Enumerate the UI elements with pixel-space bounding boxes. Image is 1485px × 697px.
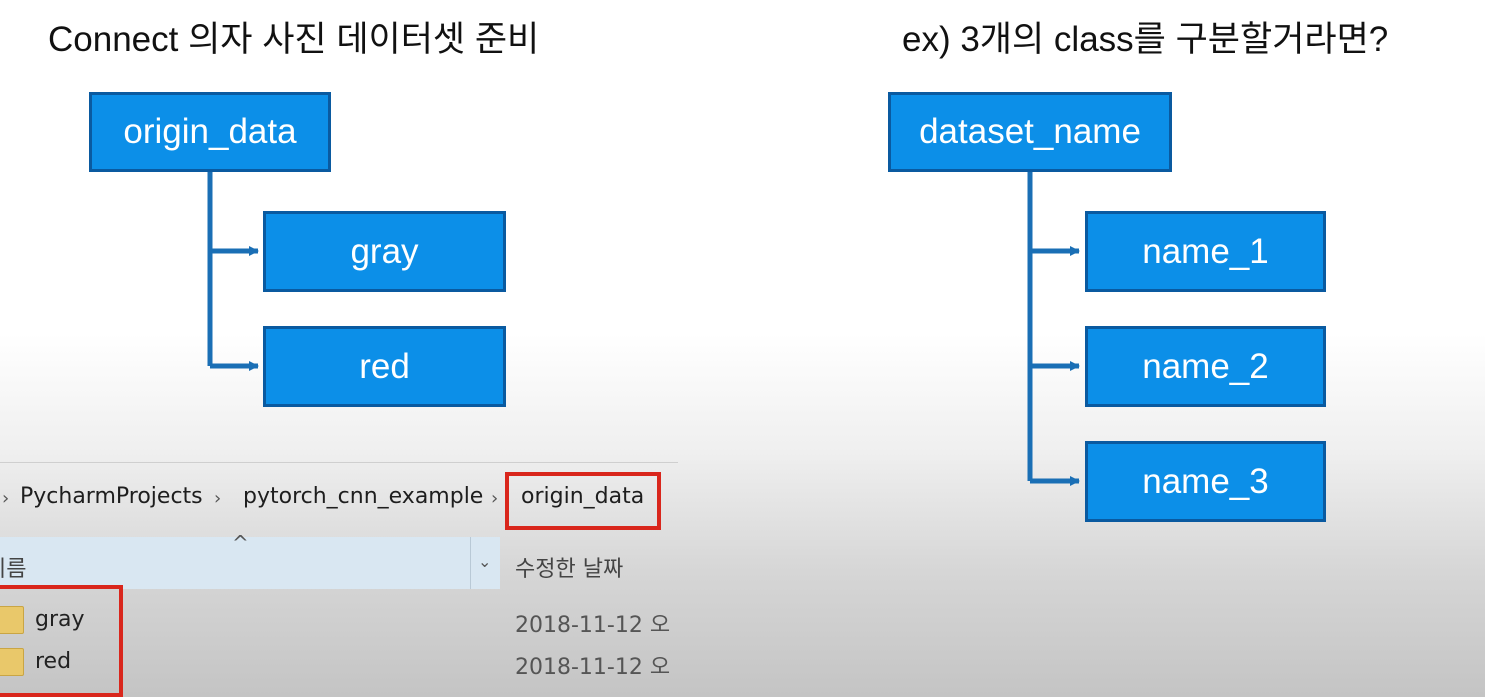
breadcrumb-origin-data[interactable]: origin_data bbox=[521, 484, 645, 509]
right-child-node-2: name_2 bbox=[1085, 326, 1326, 407]
breadcrumb-chevron-icon: › bbox=[2, 488, 10, 509]
file-modified-date: 2018-11-12 오 bbox=[515, 613, 671, 638]
left-title: Connect 의자 사진 데이터셋 준비 bbox=[48, 20, 540, 59]
file-modified-date: 2018-11-12 오 bbox=[515, 655, 671, 680]
folders-highlight bbox=[0, 585, 123, 697]
left-child-node-gray: gray bbox=[263, 211, 506, 292]
right-root-node: dataset_name bbox=[888, 92, 1172, 172]
column-dropdown-icon[interactable]: ⌄ bbox=[478, 552, 492, 571]
list-item[interactable]: gray 2018-11-12 오 bbox=[0, 602, 678, 642]
file-name: gray bbox=[35, 607, 85, 632]
left-child-node-red: red bbox=[263, 326, 506, 407]
right-title: ex) 3개의 class를 구분할거라면? bbox=[902, 20, 1389, 59]
name-column-label: 이름 bbox=[0, 557, 27, 582]
breadcrumb-pycharmprojects[interactable]: PycharmProjects bbox=[20, 484, 203, 509]
left-root-node: origin_data bbox=[89, 92, 331, 172]
column-header-row: ^ 이름 ⌄ 수정한 날짜 bbox=[0, 531, 678, 589]
sort-ascending-icon: ^ bbox=[232, 531, 249, 555]
address-bar-border bbox=[0, 462, 678, 463]
date-column-header[interactable]: 수정한 날짜 bbox=[515, 557, 624, 582]
file-name: red bbox=[35, 649, 72, 674]
breadcrumb-chevron-icon: › bbox=[214, 488, 222, 509]
name-column-header[interactable]: ^ 이름 ⌄ bbox=[0, 531, 500, 589]
list-item[interactable]: red 2018-11-12 오 bbox=[0, 644, 678, 684]
folder-icon bbox=[0, 648, 24, 676]
right-child-node-1: name_1 bbox=[1085, 211, 1326, 292]
breadcrumb-pytorch-cnn-example[interactable]: pytorch_cnn_example bbox=[243, 484, 484, 509]
right-child-node-3: name_3 bbox=[1085, 441, 1326, 522]
file-explorer-panel: › PycharmProjects › pytorch_cnn_example … bbox=[0, 462, 678, 697]
folder-icon bbox=[0, 606, 24, 634]
current-folder-highlight bbox=[505, 472, 661, 530]
breadcrumb-chevron-icon: › bbox=[491, 488, 499, 509]
column-divider bbox=[470, 537, 471, 589]
